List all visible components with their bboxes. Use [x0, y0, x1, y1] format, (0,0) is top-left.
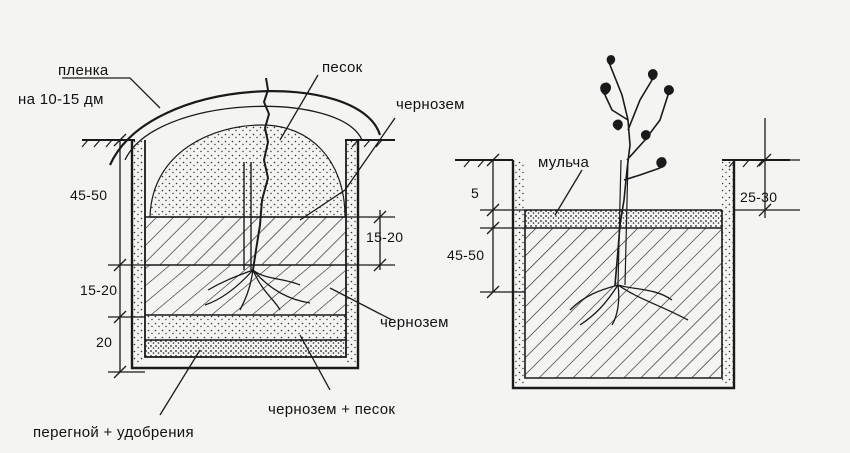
plant-stake — [617, 159, 629, 286]
label-humus-fertilizer: перегной + удобрения — [33, 424, 194, 441]
roots — [204, 269, 311, 311]
dim-mulch-thickness: 5 — [471, 185, 480, 201]
soil-hatch — [525, 228, 722, 378]
dim-line-r-left — [480, 159, 525, 293]
dim-mound-height: 45-50 — [70, 187, 108, 203]
label-mulch: мульча — [538, 154, 590, 171]
dim-bottom-layer: 20 — [96, 334, 113, 350]
layer-humus — [145, 340, 346, 357]
pit-wall-r-right — [722, 160, 734, 385]
dim-lower-layer: 15-20 — [80, 282, 118, 298]
sand-mound — [149, 124, 346, 218]
label-chernozem-right: чернозем — [380, 314, 449, 331]
label-film-height: на 10-15 дм — [18, 91, 104, 108]
film-arc — [108, 90, 382, 166]
dim-chernozem-layer: 15-20 — [366, 229, 404, 245]
right-pit — [455, 55, 800, 390]
dim-ticks-r-right — [758, 153, 772, 217]
plant-stem — [604, 64, 669, 286]
dim-line-right — [346, 210, 395, 270]
pit-r-outline — [511, 160, 736, 390]
label-film: пленка — [58, 62, 109, 79]
ground-ticks-r — [463, 159, 764, 168]
plant-leaves — [600, 55, 674, 169]
leader-chernozem-sand — [299, 334, 331, 391]
stake — [243, 162, 252, 270]
leader-chernozem-top — [299, 117, 396, 221]
dim-ticks-left — [113, 133, 127, 379]
pit-wall-r-left — [513, 160, 525, 385]
label-chernozem-top: чернозем — [396, 96, 465, 113]
leader-sand — [279, 74, 319, 141]
layer-chernozem-upper — [145, 217, 346, 265]
leader-humus — [159, 349, 201, 416]
plant-roots — [569, 284, 689, 326]
seedling-stem — [252, 77, 271, 271]
label-sand: песок — [322, 59, 363, 76]
pit-outline — [130, 140, 360, 370]
film-arc-edge — [124, 105, 363, 161]
leader-film — [62, 77, 161, 109]
dim-pit-depth: 45-50 — [447, 247, 485, 263]
left-pit — [62, 74, 396, 416]
leader-chernozem-right — [329, 287, 393, 321]
pit-wall-left — [132, 140, 144, 365]
mulch-layer — [525, 210, 722, 228]
leader-mulch — [554, 169, 583, 216]
dim-surface-offset: 25-30 — [740, 189, 778, 205]
dim-line-r-right — [734, 118, 800, 218]
label-chernozem-sand: чернозем + песок — [268, 401, 396, 418]
dim-ticks-r-left — [486, 153, 500, 299]
dim-ticks-right — [373, 210, 387, 272]
pit-wall-right — [346, 140, 358, 365]
layer-chernozem-sand — [145, 315, 346, 340]
